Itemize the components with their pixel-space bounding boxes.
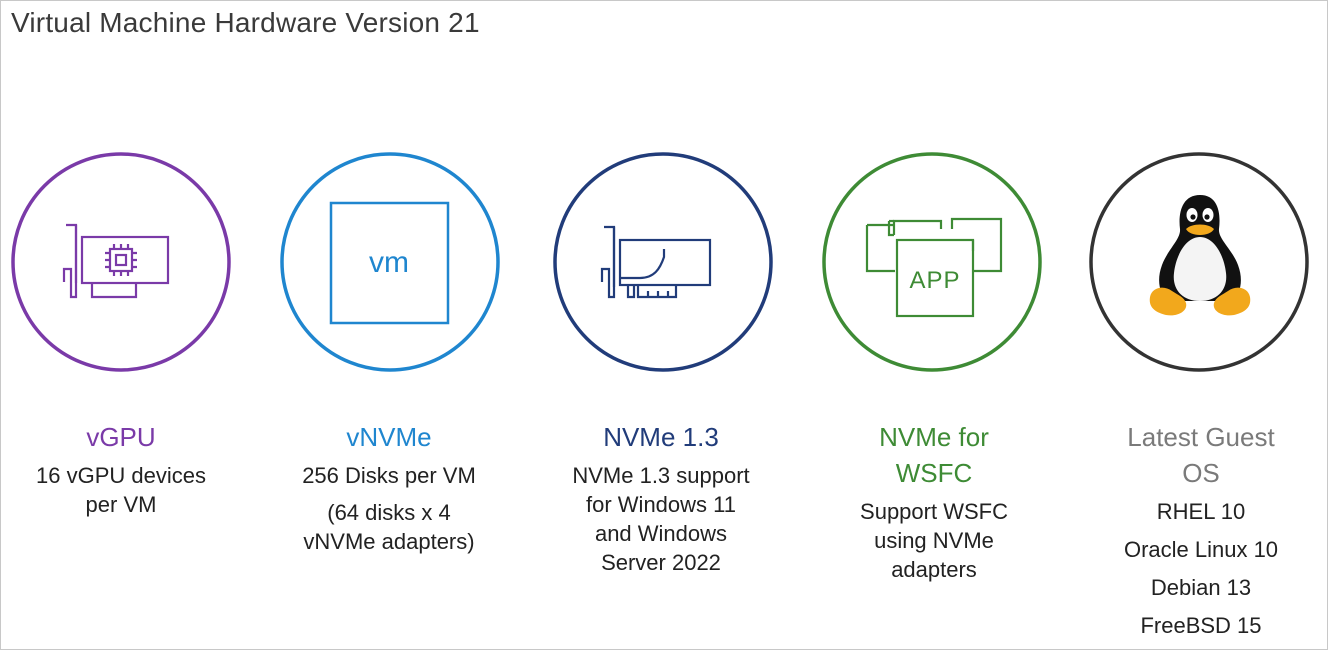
app-stack-icon: APP: [822, 152, 1042, 372]
wsfc-description-line: Support WSFC using NVMe adapters: [860, 499, 1008, 582]
os-list-item: Debian 13: [1150, 575, 1252, 600]
nvme13-circle: [552, 151, 774, 373]
feature-title-guest-os: Latest Guest OS: [1127, 422, 1275, 488]
feature-title-vgpu: vGPU: [86, 422, 156, 452]
vm-box-icon: vm: [280, 152, 500, 372]
os-list-item: Oracle Linux 10: [1123, 537, 1279, 562]
guest-os-circle: [1088, 151, 1310, 373]
feature-description-vnvme: 256 Disks per VM (64 disks x 4 vNVMe ada…: [269, 461, 509, 556]
linux-penguin-icon: [1089, 152, 1309, 372]
vnvme-circle: vm: [279, 151, 501, 373]
vgpu-description-line: 16 vGPU devices per VM: [36, 463, 206, 517]
feature-title-wsfc: NVMe for WSFC: [879, 422, 989, 488]
vm-icon-label: vm: [369, 246, 409, 279]
vnvme-description-line-1: 256 Disks per VM: [302, 463, 476, 488]
feature-description-vgpu: 16 vGPU devices per VM: [1, 461, 241, 519]
guest-os-list: RHEL 10 Oracle Linux 10 Debian 13 FreeBS…: [1081, 497, 1321, 649]
feature-title-vnvme: vNVMe: [346, 422, 432, 452]
os-list-item: FreeBSD 15: [1140, 613, 1262, 638]
feature-description-nvme13: NVMe 1.3 support for Windows 11 and Wind…: [541, 461, 781, 577]
feature-description-wsfc: Support WSFC using NVMe adapters: [814, 497, 1054, 584]
vgpu-circle: [10, 151, 232, 373]
vnvme-description-line-2: (64 disks x 4 vNVMe adapters): [303, 500, 475, 554]
feature-title-nvme13: NVMe 1.3: [603, 422, 719, 452]
wsfc-circle: APP: [821, 151, 1043, 373]
app-icon-label: APP: [909, 267, 960, 294]
gpu-card-icon: [11, 152, 231, 372]
page-title: Virtual Machine Hardware Version 21: [11, 7, 480, 38]
nvme-card-icon: [553, 152, 773, 372]
os-list-item: RHEL 10: [1156, 499, 1246, 524]
nvme13-description-line: NVMe 1.3 support for Windows 11 and Wind…: [572, 463, 750, 575]
